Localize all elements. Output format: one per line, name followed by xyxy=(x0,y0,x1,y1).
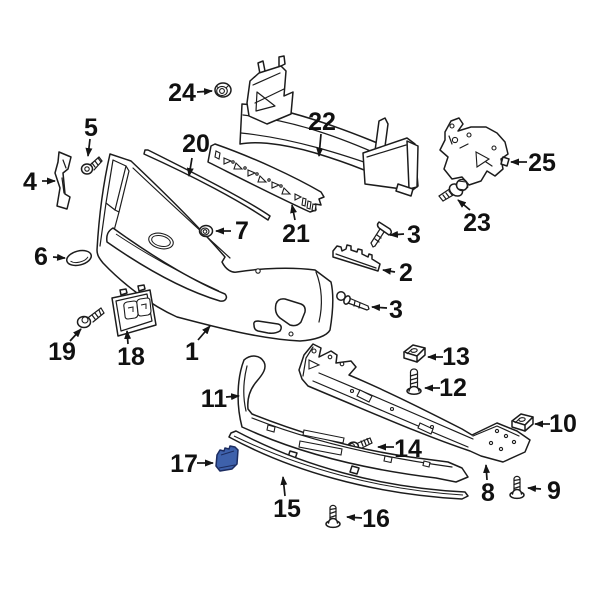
callout-16[interactable]: 16 xyxy=(346,505,390,533)
callout-18-label[interactable]: 18 xyxy=(117,343,145,371)
callout-9[interactable]: 9 xyxy=(527,477,561,505)
callout-21-label[interactable]: 21 xyxy=(282,220,310,248)
part-12-bolt xyxy=(406,368,422,395)
part-8-splash-shield xyxy=(298,343,531,463)
callout-10[interactable]: 10 xyxy=(534,410,577,438)
part-18-license-plate-bracket xyxy=(111,284,157,337)
callout-2[interactable]: 2 xyxy=(382,259,413,287)
callout-19[interactable]: 19 xyxy=(48,328,82,366)
callout-13-label[interactable]: 13 xyxy=(442,343,470,371)
callout-22[interactable]: 22 xyxy=(308,108,336,157)
callout-11-label[interactable]: 11 xyxy=(201,385,228,413)
part-2-side-rail-bracket xyxy=(332,244,381,272)
callout-16-label[interactable]: 16 xyxy=(362,505,390,533)
callout-5[interactable]: 5 xyxy=(84,114,98,157)
part-10-u-nut-clip xyxy=(511,413,534,432)
part-3-shoulder-pin xyxy=(336,291,370,311)
part-15-lower-molding-strip xyxy=(228,430,469,500)
callout-22-label[interactable]: 22 xyxy=(308,108,336,136)
callout-3-upper[interactable]: 3 xyxy=(389,221,421,249)
callout-15[interactable]: 15 xyxy=(273,476,301,523)
callout-17[interactable]: 17 xyxy=(170,450,214,478)
part-21-impact-absorber xyxy=(207,143,325,213)
callout-18[interactable]: 18 xyxy=(117,330,145,371)
callout-5-label[interactable]: 5 xyxy=(84,114,98,142)
callout-14-label[interactable]: 14 xyxy=(394,435,422,463)
callout-21[interactable]: 21 xyxy=(282,204,310,248)
part-4-side-bracket-left xyxy=(54,151,72,210)
callout-24-label[interactable]: 24 xyxy=(168,79,196,107)
callout-23[interactable]: 23 xyxy=(457,199,491,237)
callout-25[interactable]: 25 xyxy=(510,149,556,177)
callout-12[interactable]: 12 xyxy=(424,374,467,402)
part-17-body[interactable] xyxy=(215,445,239,472)
callout-9-label[interactable]: 9 xyxy=(547,477,561,505)
callout-1[interactable]: 1 xyxy=(185,325,211,366)
part-23-bolt xyxy=(438,178,469,202)
callout-4[interactable]: 4 xyxy=(23,168,56,196)
callout-1-label[interactable]: 1 xyxy=(185,338,199,366)
callout-25-label[interactable]: 25 xyxy=(528,149,556,177)
part-5-screw xyxy=(80,156,103,175)
part-24-push-nut xyxy=(214,82,232,98)
callout-20-label[interactable]: 20 xyxy=(182,130,210,158)
callout-7[interactable]: 7 xyxy=(215,217,249,245)
callout-4-label[interactable]: 4 xyxy=(23,168,37,196)
callout-6[interactable]: 6 xyxy=(34,243,66,271)
callout-3-lower-label[interactable]: 3 xyxy=(389,296,403,324)
callout-14[interactable]: 14 xyxy=(377,435,422,463)
callout-8-label[interactable]: 8 xyxy=(481,479,495,507)
callout-3-lower[interactable]: 3 xyxy=(371,296,403,324)
callout-3-upper-label[interactable]: 3 xyxy=(407,221,421,249)
callout-7-label[interactable]: 7 xyxy=(235,217,249,245)
part-11-air-deflector xyxy=(237,355,469,483)
callout-20[interactable]: 20 xyxy=(182,130,210,177)
callout-12-label[interactable]: 12 xyxy=(439,374,467,402)
part-6-oval-plug-cover xyxy=(66,249,92,267)
callout-17-label[interactable]: 17 xyxy=(170,450,198,478)
part-9-screw xyxy=(509,475,525,500)
part-7-push-nut xyxy=(198,224,214,238)
callout-19-label[interactable]: 19 xyxy=(48,338,76,366)
callout-24[interactable]: 24 xyxy=(168,79,213,107)
part-3-push-pin xyxy=(370,221,393,248)
callout-6-label[interactable]: 6 xyxy=(34,243,48,271)
part-16-screw xyxy=(325,504,341,529)
callout-8[interactable]: 8 xyxy=(481,464,495,507)
callout-15-label[interactable]: 15 xyxy=(273,495,301,523)
part-17-tow-hook-cover[interactable] xyxy=(215,445,239,472)
callout-13[interactable]: 13 xyxy=(427,343,470,371)
callouts-layer: 24 5 20 22 25 4 23 7 xyxy=(23,79,577,533)
ford-oval-emblem xyxy=(148,232,174,250)
callout-2-label[interactable]: 2 xyxy=(399,259,413,287)
part-25-side-bracket-right xyxy=(439,117,510,186)
callout-10-label[interactable]: 10 xyxy=(549,410,577,438)
callout-11[interactable]: 11 xyxy=(201,385,240,413)
part-19-screw xyxy=(76,307,105,329)
part-1-bumper-cover xyxy=(96,153,334,342)
callout-23-label[interactable]: 23 xyxy=(463,209,491,237)
part-13-u-nut-clip xyxy=(403,344,426,363)
part-17-base-edge xyxy=(218,464,236,469)
part-17-ridge xyxy=(220,450,235,456)
